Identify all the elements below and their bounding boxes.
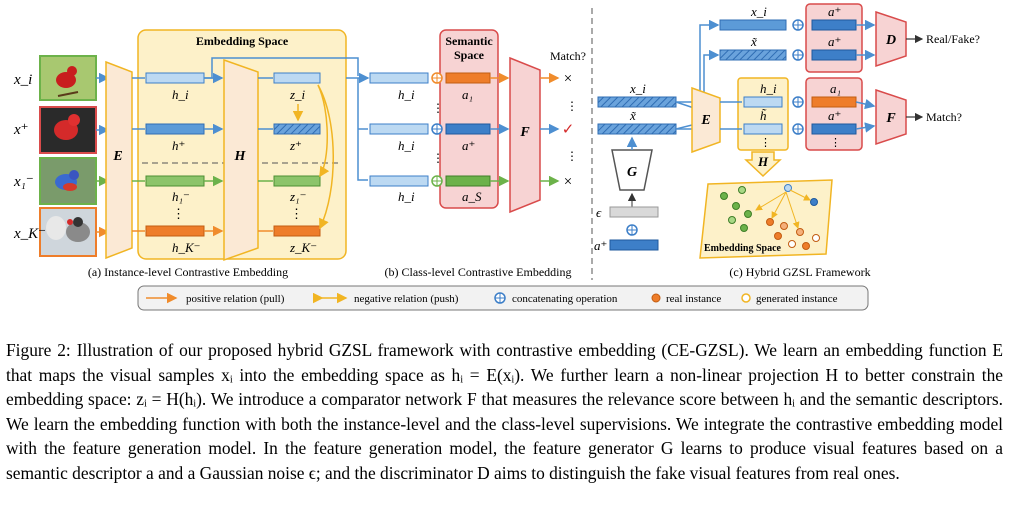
caption-c: (c) Hybrid GZSL Framework	[729, 265, 870, 279]
input-image-xplus	[39, 106, 97, 154]
caption-a: (a) Instance-level Contrastive Embedding	[88, 265, 288, 279]
generator-G-label: G	[627, 165, 637, 180]
c-h-vdots: ⋮	[760, 137, 771, 149]
encoder-E-label: E	[112, 149, 122, 164]
c-epsilon: ϵ	[596, 205, 602, 220]
input-image-xKminus	[39, 207, 97, 257]
label-z-1minus: z₁⁻	[289, 189, 306, 204]
c-top-xtilde: x̃	[750, 34, 758, 49]
panel-a: Embedding Space x_i x⁺ x	[13, 29, 359, 279]
c-top-aplus2: a⁺	[828, 34, 841, 49]
concat-icons	[431, 72, 443, 187]
figure-diagram: Embedding Space x_i x⁺ x	[13, 3, 980, 311]
projector-H-label: H	[234, 149, 247, 164]
c-input-xi: x_i	[629, 81, 646, 96]
match-title: Match?	[550, 49, 586, 63]
label-a1: a₁	[462, 87, 473, 102]
label-h-vdots: ⋮	[172, 206, 185, 221]
c-aplus-input: a⁺	[594, 238, 607, 253]
input-image-xi	[39, 55, 97, 101]
label-b-h3: h_i	[398, 189, 415, 204]
label-h-Kminus: h_K⁻	[172, 240, 201, 255]
c-embedding-space-label: Embedding Space	[704, 243, 782, 254]
semantic-space-title-2: Space	[454, 48, 485, 62]
vdots-b4: ⋮	[566, 149, 578, 163]
vdots-b2: ⋮	[432, 151, 444, 165]
c-match-label: Match?	[926, 110, 962, 124]
discriminator-D-label: D	[885, 33, 896, 48]
legend-concat: concatenating operation	[512, 293, 618, 305]
label-aS: a_S	[462, 189, 482, 204]
comparator-F-block	[509, 56, 541, 214]
c-aplus: a⁺	[828, 108, 841, 123]
c-h-i: h_i	[760, 81, 777, 96]
label-z-plus: z⁺	[289, 138, 302, 153]
label-z-Kminus: z_K⁻	[289, 240, 317, 255]
c-input-xtilde: x̃	[629, 108, 637, 123]
figure-caption-text: Illustration of our proposed hybrid GZSL…	[6, 340, 1003, 483]
label-xi: x_i	[13, 72, 32, 88]
c-top-aplus1: a⁺	[828, 4, 841, 19]
legend-generated: generated instance	[756, 293, 838, 305]
c-h-tilde: h̃	[760, 108, 767, 123]
c-top-xi: x_i	[750, 4, 767, 19]
caption-b: (b) Class-level Contrastive Embedding	[385, 265, 572, 279]
embedding-points	[720, 184, 820, 250]
figure-caption: Figure 2:Illustration of our proposed hy…	[6, 338, 1003, 486]
c-a1: a₁	[830, 81, 841, 96]
z-bars	[273, 72, 321, 237]
panel-c: x_i x̃ a⁺ a⁺ D Real/Fake? x_i x̃ E h_i	[594, 3, 980, 279]
label-h-i: h_i	[172, 87, 189, 102]
label-h-1minus: h₁⁻	[172, 189, 190, 204]
label-b-h2: h_i	[398, 138, 415, 153]
legend: positive relation (pull) negative relati…	[137, 285, 869, 311]
label-z-i: z_i	[289, 87, 306, 102]
real-fake-label: Real/Fake?	[926, 32, 980, 46]
comparator-F-label: F	[519, 125, 530, 140]
legend-real: real instance	[666, 293, 721, 305]
match-mark-2: ✓	[562, 122, 575, 138]
legend-positive: positive relation (pull)	[186, 293, 285, 305]
c-comparator-F-label: F	[885, 111, 896, 126]
label-xKminus: x_K⁻	[13, 226, 46, 242]
vdots-b1: ⋮	[432, 101, 444, 115]
label-h-plus: h⁺	[172, 138, 185, 153]
match-mark-3: ×	[564, 174, 572, 190]
c-encoder-E-label: E	[700, 113, 710, 128]
label-xplus: x⁺	[13, 122, 29, 138]
label-b-h1: h_i	[398, 87, 415, 102]
match-mark-1: ×	[564, 71, 572, 87]
semantic-space-title-1: Semantic	[445, 34, 493, 48]
c-a-vdots: ⋮	[830, 137, 841, 149]
label-z-vdots: ⋮	[290, 206, 303, 221]
input-image-x1minus	[39, 157, 97, 205]
label-x1minus: x₁⁻	[13, 174, 34, 190]
c-projector-H-label: H	[757, 154, 769, 169]
embedding-space-title: Embedding Space	[196, 34, 289, 48]
encoder-E-block	[105, 60, 133, 260]
panel-b: h_i h_i h_i Semantic Space a₁ a⁺ a_S ⋮ ⋮…	[346, 29, 586, 279]
label-aplus: a⁺	[462, 138, 475, 153]
projector-H-block	[223, 58, 259, 262]
vdots-b3: ⋮	[566, 99, 578, 113]
legend-negative: negative relation (push)	[354, 293, 459, 305]
figure-caption-label: Figure 2:	[6, 340, 71, 360]
